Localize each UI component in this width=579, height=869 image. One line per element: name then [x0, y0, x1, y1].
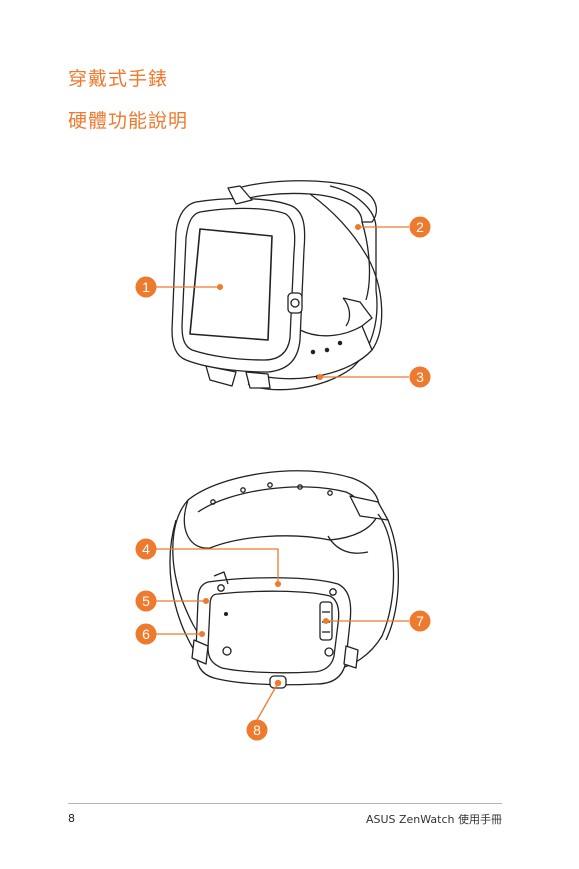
callout-8: 8 [246, 719, 268, 741]
svg-text:8: 8 [253, 722, 261, 738]
svg-text:7: 7 [416, 613, 424, 629]
watch-front-illustration [171, 180, 383, 391]
svg-text:4: 4 [142, 541, 150, 557]
svg-text:6: 6 [142, 626, 150, 642]
callout-7: 7 [409, 610, 431, 632]
callout-5: 5 [135, 590, 157, 612]
section-heading: 穿戴式手錶 [68, 68, 169, 90]
svg-text:2: 2 [416, 219, 424, 235]
watch-back-illustration [169, 470, 399, 689]
callout-badges: 1 2 3 4 5 6 7 8 [135, 216, 431, 741]
svg-text:3: 3 [416, 369, 424, 385]
callout-2: 2 [409, 216, 431, 238]
page-number: 8 [68, 812, 75, 825]
svg-text:1: 1 [142, 279, 150, 295]
section-subheading: 硬體功能說明 [68, 110, 189, 132]
callout-4: 4 [135, 538, 157, 560]
callout-3: 3 [409, 366, 431, 388]
footer-divider [68, 803, 502, 804]
callout-6: 6 [135, 623, 157, 645]
callout-1: 1 [135, 276, 157, 298]
svg-text:5: 5 [142, 593, 150, 609]
document-title: ASUS ZenWatch 使用手冊 [365, 813, 502, 826]
